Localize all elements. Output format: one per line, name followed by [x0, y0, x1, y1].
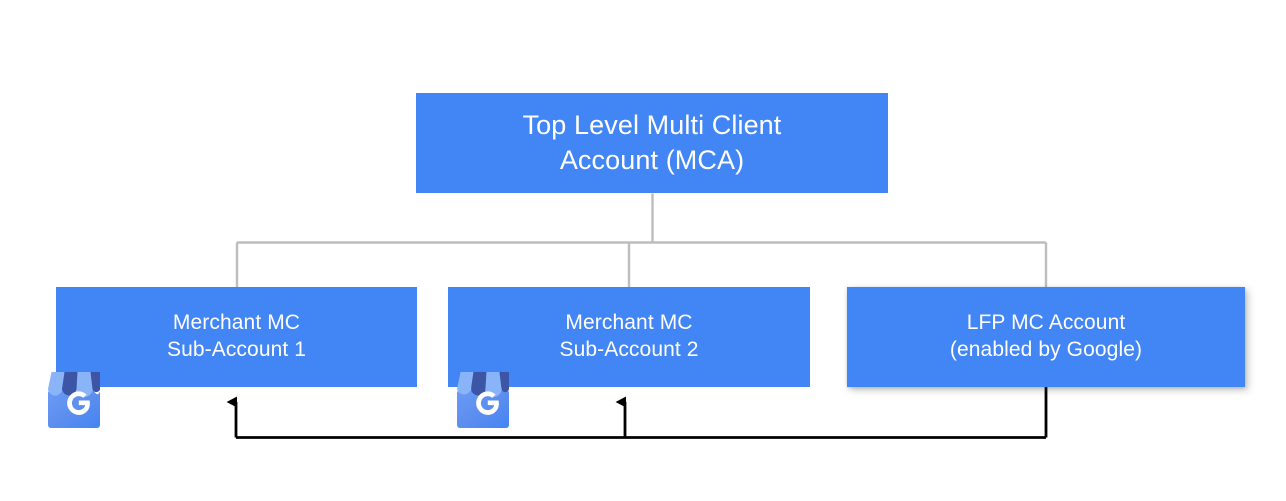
node-merchant-mc-sub-account-2-label-line-2: Sub-Account 2: [559, 338, 699, 361]
node-top-level-mca-label-line-1: Top Level Multi Client: [522, 110, 782, 141]
google-business-profile-storefront-icon: [457, 372, 509, 428]
feed-arrows: [226, 387, 1048, 439]
google-business-profile-storefront-icon: [48, 372, 100, 428]
node-lfp-mc-account[interactable]: LFP MC Account (enabled by Google): [847, 287, 1245, 387]
storefront-awning-scallops: [457, 372, 509, 397]
node-merchant-mc-sub-account-2[interactable]: Merchant MC Sub-Account 2: [448, 287, 810, 387]
node-lfp-mc-account-label-line-2: (enabled by Google): [949, 338, 1143, 361]
node-merchant-mc-sub-account-1[interactable]: Merchant MC Sub-Account 1: [56, 287, 417, 387]
storefront-awning-scallops: [48, 372, 100, 397]
node-lfp-mc-account-label-line-1: LFP MC Account: [966, 311, 1126, 335]
hierarchy-connectors: [235, 193, 1048, 288]
storefront-g-letter: [476, 391, 499, 415]
node-top-level-mca-label-line-2: Account (MCA): [559, 145, 745, 175]
node-merchant-mc-sub-account-1-label: Merchant MC Sub-Account 1: [56, 310, 417, 364]
node-top-level-mca[interactable]: Top Level Multi Client Account (MCA): [416, 93, 888, 193]
node-top-level-mca-label: Top Level Multi Client Account (MCA): [416, 108, 888, 177]
node-merchant-mc-sub-account-2-label-line-1: Merchant MC: [565, 311, 693, 335]
storefront-g-letter: [67, 391, 90, 415]
node-merchant-mc-sub-account-1-label-line-1: Merchant MC: [172, 311, 301, 335]
node-merchant-mc-sub-account-1-label-line-2: Sub-Account 1: [166, 338, 307, 361]
node-merchant-mc-sub-account-2-label: Merchant MC Sub-Account 2: [448, 310, 810, 364]
node-lfp-mc-account-label: LFP MC Account (enabled by Google): [847, 310, 1245, 364]
